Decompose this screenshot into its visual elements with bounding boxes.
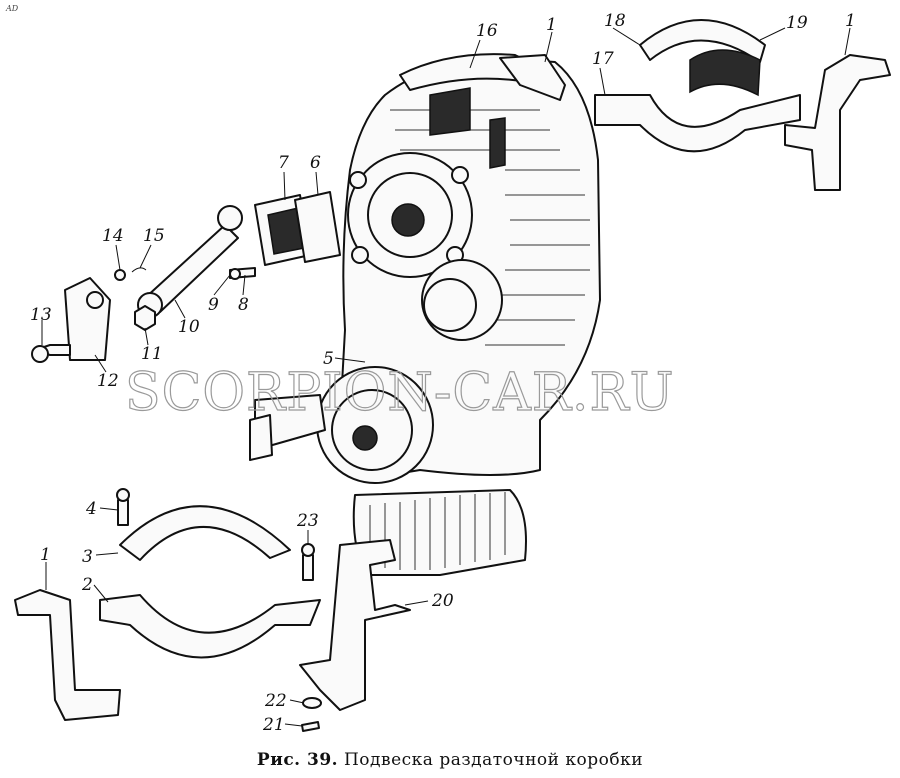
housing-cover-16 bbox=[499, 54, 566, 101]
callout-13: 13 bbox=[30, 305, 52, 325]
callout-15: 15 bbox=[143, 226, 165, 246]
washer-14 bbox=[114, 269, 126, 281]
clamp-insert-19 bbox=[689, 49, 761, 97]
nut-11 bbox=[134, 305, 156, 331]
callout-3: 3 bbox=[82, 547, 93, 567]
callout-9: 9 bbox=[208, 295, 219, 315]
callout-12: 12 bbox=[97, 371, 119, 391]
figure-title: Подвеска раздаточной коробки bbox=[343, 750, 644, 770]
callout-11: 11 bbox=[141, 344, 163, 364]
callout-19: 19 bbox=[786, 13, 808, 33]
callout-1-left: 1 bbox=[40, 545, 51, 565]
mount-bracket-1-right bbox=[784, 54, 891, 191]
callout-16: 16 bbox=[476, 21, 498, 41]
bolt-9 bbox=[229, 267, 256, 280]
callout-8: 8 bbox=[238, 295, 249, 315]
exploded-diagram: 16 1 18 19 17 1 7 6 14 15 9 8 10 11 13 1… bbox=[14, 11, 891, 735]
leader-lines bbox=[41, 27, 851, 727]
upper-output-flange bbox=[347, 152, 473, 278]
callout-2: 2 bbox=[81, 575, 93, 595]
link-rod-10 bbox=[137, 205, 243, 318]
cotter-15 bbox=[131, 267, 147, 273]
clamp-lower-2 bbox=[99, 594, 321, 659]
callout-4: 4 bbox=[85, 499, 97, 519]
callout-21: 21 bbox=[262, 715, 285, 735]
figure-caption: Рис. 39. Подвеска раздаточной коробки bbox=[0, 750, 900, 770]
figure-number: Рис. 39. bbox=[256, 750, 339, 770]
callout-1-right: 1 bbox=[845, 11, 856, 31]
watermark: SCORPION-CAR.RU bbox=[125, 363, 674, 423]
oil-pan bbox=[352, 489, 527, 576]
callout-10: 10 bbox=[178, 317, 200, 337]
bracket-12 bbox=[64, 277, 111, 361]
callout-7: 7 bbox=[278, 153, 289, 173]
clamp-half-17 bbox=[594, 94, 801, 153]
callout-23: 23 bbox=[296, 511, 319, 531]
bolt-4 bbox=[116, 488, 130, 526]
brake-cap bbox=[421, 259, 503, 341]
callout-6: 6 bbox=[310, 153, 321, 173]
mount-bracket-1-left bbox=[14, 589, 121, 721]
callout-14: 14 bbox=[102, 226, 124, 246]
pin-21 bbox=[301, 721, 320, 732]
corner-mark: AD bbox=[6, 4, 19, 13]
callout-18: 18 bbox=[604, 11, 626, 31]
callout-20: 20 bbox=[431, 591, 454, 611]
washer-22 bbox=[302, 697, 322, 709]
callout-5: 5 bbox=[323, 349, 334, 369]
callout-17: 17 bbox=[592, 49, 614, 69]
callout-22: 22 bbox=[264, 691, 287, 711]
clamp-half-18 bbox=[639, 19, 766, 63]
callout-labels: 16 1 18 19 17 1 7 6 14 15 9 8 10 11 13 1… bbox=[30, 11, 856, 735]
clamp-upper-3 bbox=[119, 505, 291, 561]
bolt-23 bbox=[301, 543, 315, 581]
callout-1-top: 1 bbox=[546, 15, 557, 35]
lower-output-flange bbox=[249, 366, 434, 484]
bolt-13 bbox=[31, 344, 71, 363]
mount-bracket-20 bbox=[299, 539, 411, 711]
